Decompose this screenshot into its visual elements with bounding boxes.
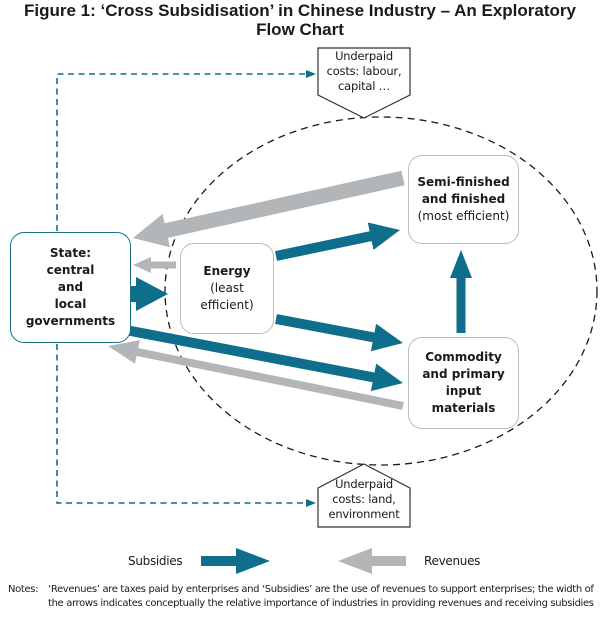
commodity-line-4: materials xyxy=(431,401,496,415)
legend-subsidies-arrow xyxy=(201,548,270,574)
state-line-4: local xyxy=(54,297,87,311)
commodity-line-2: and primary xyxy=(422,367,505,381)
state-line-2: central xyxy=(46,263,95,277)
bottom-costs-line-3: environment xyxy=(328,507,400,521)
energy-title: Energy xyxy=(203,264,251,278)
notes-label: Notes: xyxy=(8,584,39,595)
top-costs-line-3: capital … xyxy=(338,79,390,93)
bottom-costs-line-2: costs: land, xyxy=(332,492,396,506)
legend-revenues-arrow xyxy=(338,548,406,574)
commodity-line-3: input xyxy=(445,384,482,398)
underpaid-land-environment-label: Underpaid costs: land, environment xyxy=(318,477,410,522)
legend-subsidies-label: Subsidies xyxy=(128,554,183,568)
state-line-1: State: xyxy=(49,246,92,260)
energy-line-2: efficient) xyxy=(200,298,254,312)
state-line-3: and xyxy=(57,280,84,294)
underpaid-labour-capital-shape xyxy=(317,47,411,119)
top-costs-line-1: Underpaid xyxy=(335,49,393,63)
arrow-revenue-energy-to-state xyxy=(133,257,176,273)
arrow-subsidy-state-to-commodity xyxy=(109,322,403,392)
arrow-subsidy-energy-to-semi xyxy=(275,222,400,261)
arrow-subsidy-energy-to-commodity xyxy=(275,314,403,352)
industry-boundary-ellipse xyxy=(164,116,598,466)
notes-text: ‘Revenues’ are taxes paid by enterprises… xyxy=(48,584,594,609)
semi-title-2: and finished xyxy=(421,192,506,206)
dashed-link-top-arrowhead xyxy=(306,70,316,78)
energy-line-1: (least xyxy=(210,281,244,295)
state-line-5: governments xyxy=(25,314,116,328)
node-commodity: Commodity and primary input materials xyxy=(408,337,519,429)
underpaid-land-environment-shape xyxy=(317,463,411,528)
underpaid-labour-capital-label: Underpaid costs: labour, capital … xyxy=(318,49,410,94)
dashed-link-state-to-bottom-costs xyxy=(56,344,306,504)
top-costs-line-2: costs: labour, xyxy=(326,64,402,78)
dashed-link-bottom-arrowhead xyxy=(306,499,316,507)
figure-notes: Notes: ‘Revenues’ are taxes paid by ente… xyxy=(8,583,598,611)
title-line-2: Flow Chart xyxy=(256,20,344,39)
arrow-revenue-commodity-to-state xyxy=(108,340,404,410)
node-state: State: central and local governments xyxy=(10,232,131,343)
arrow-subsidy-state-to-energy xyxy=(110,277,168,311)
semi-sub: (most efficient) xyxy=(417,209,510,223)
figure-title: Figure 1: ‘Cross Subsidisation’ in Chine… xyxy=(0,1,600,39)
legend-revenues-label: Revenues xyxy=(424,554,481,568)
arrow-revenue-semi-to-state xyxy=(133,170,405,248)
node-energy: Energy (least efficient) xyxy=(180,243,274,334)
bottom-costs-line-1: Underpaid xyxy=(335,477,393,491)
title-line-1: Figure 1: ‘Cross Subsidisation’ in Chine… xyxy=(24,1,576,20)
commodity-line-1: Commodity xyxy=(425,350,502,364)
node-semi-finished: Semi-finished and finished (most efficie… xyxy=(408,155,519,244)
arrow-subsidy-commodity-to-semi xyxy=(450,250,472,333)
semi-title-1: Semi-finished xyxy=(417,175,510,189)
